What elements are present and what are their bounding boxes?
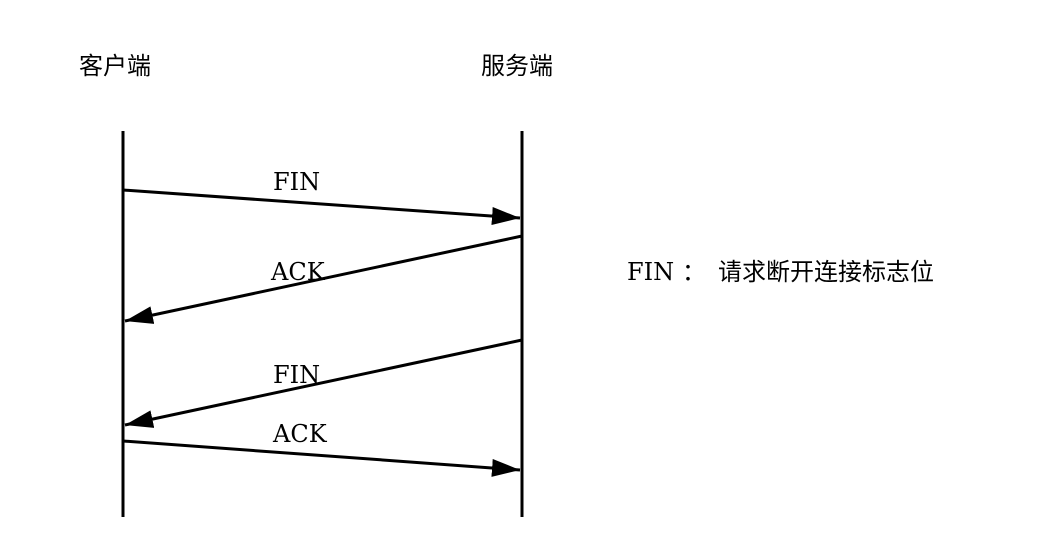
server-label: 服务端	[481, 52, 553, 80]
message-label-fin-2: FIN	[273, 361, 320, 389]
client-label: 客户端	[79, 52, 151, 80]
message-label-ack-1: ACK	[270, 258, 326, 286]
legend: FIN ： 请求断开连接标志位	[627, 258, 934, 286]
message-arrow-fin-2	[124, 338, 523, 428]
message-arrow-ack-2	[122, 439, 521, 477]
legend-description: 请求断开连接标志位	[718, 258, 934, 286]
legend-separator: ：	[682, 258, 706, 286]
legend-term: FIN	[627, 258, 674, 286]
message-label-ack-2: ACK	[272, 420, 328, 448]
message-arrow-fin-1	[122, 188, 521, 226]
message-arrow-ack-1	[124, 234, 523, 324]
message-label-fin-1: FIN	[273, 168, 320, 196]
